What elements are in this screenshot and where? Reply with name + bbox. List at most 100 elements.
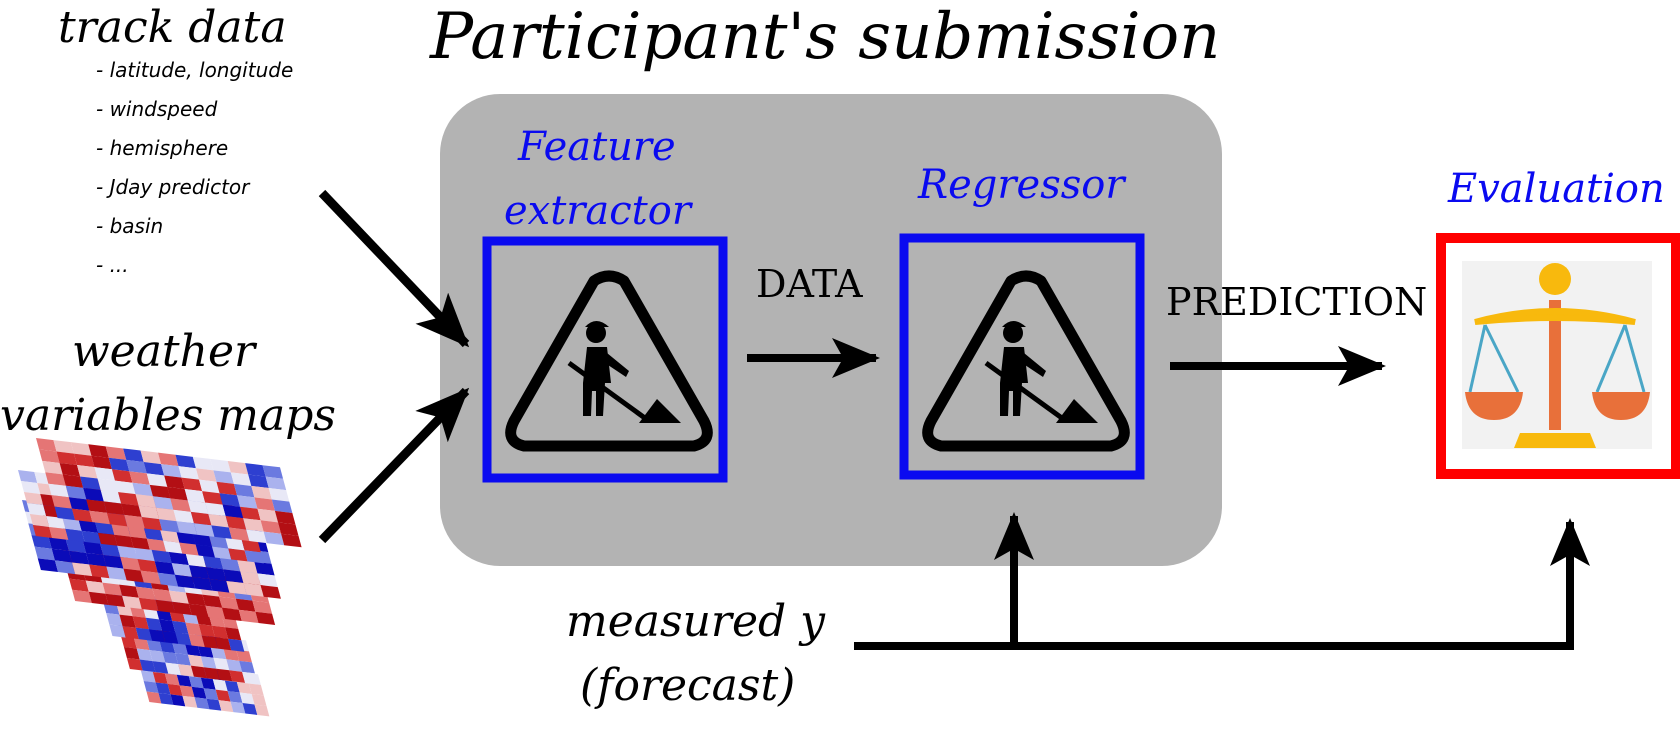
heatmap-cell	[164, 673, 180, 686]
weather-maps-label-line2: variables maps	[0, 390, 336, 441]
heatmap-cell	[29, 514, 50, 527]
heatmap-cell	[172, 620, 189, 635]
heatmap-cell	[225, 516, 247, 530]
heatmap-cell	[257, 573, 278, 588]
heatmap-cell	[86, 499, 107, 513]
heatmap-cell	[227, 691, 243, 704]
heatmap-cell	[51, 495, 72, 509]
heatmap-cell	[133, 637, 150, 651]
heatmap-cell	[83, 487, 104, 502]
heatmap-cell	[34, 546, 55, 561]
heatmap-cell	[208, 513, 229, 528]
heatmap-cell	[175, 653, 191, 666]
heatmap-cell	[42, 460, 63, 475]
heatmap-cell	[140, 570, 161, 585]
heatmap-cell	[54, 560, 76, 575]
heatmap-cell	[111, 469, 133, 483]
evaluation-label: Evaluation	[1448, 166, 1665, 212]
heatmap-cell	[126, 459, 147, 474]
heatmap-cell	[281, 533, 302, 548]
heatmap-cell	[141, 517, 163, 531]
heatmap-cell	[203, 667, 220, 680]
heatmap-cell	[216, 481, 237, 496]
heatmap-cell	[240, 506, 261, 521]
track-item: - latitude, longitude	[96, 58, 294, 82]
heatmap-cell	[122, 626, 139, 640]
heatmap-cell	[223, 648, 240, 661]
heatmap-cell	[228, 638, 245, 652]
heatmap-cell	[223, 569, 244, 584]
heatmap-cell	[121, 503, 142, 518]
heatmap-cell	[213, 657, 230, 671]
heatmap-cell	[20, 481, 41, 494]
heatmap-cell	[172, 642, 188, 655]
measured-y-label-line1: measured y	[566, 596, 825, 647]
heatmap-cell	[108, 457, 130, 472]
heatmap-cell	[175, 454, 196, 469]
weather-maps-label-line1: weather	[72, 326, 256, 377]
heatmap-cell	[184, 643, 201, 657]
heatmap-cell	[169, 590, 189, 604]
heatmap-cell	[188, 676, 204, 689]
heatmap-cell	[211, 525, 232, 539]
heatmap-cell	[135, 586, 156, 600]
heatmap-cell	[213, 470, 234, 484]
heatmap-cell	[192, 533, 212, 547]
heatmap-cell	[149, 650, 166, 663]
heatmap-cell	[243, 518, 264, 532]
heatmap-cell	[244, 550, 264, 564]
heatmap-cell	[103, 501, 125, 515]
heatmap-cell	[233, 483, 255, 498]
heatmap-cell	[188, 634, 205, 648]
heatmap-cell	[214, 637, 232, 651]
heatmap-cell	[182, 695, 198, 708]
heatmap-cell	[68, 550, 90, 565]
heatmap-cell	[139, 659, 156, 673]
heatmap-cell	[190, 511, 212, 526]
heatmap-cell	[278, 522, 299, 536]
heatmap-cell	[209, 535, 229, 549]
heatmap-cell	[170, 498, 191, 512]
heatmap-cell	[59, 462, 81, 477]
heatmap-cell	[245, 463, 266, 477]
heatmap-cell	[106, 613, 123, 627]
heatmap-cell	[26, 503, 47, 516]
track-item: - basin	[96, 214, 164, 238]
heatmap-cell	[134, 547, 155, 562]
heatmap-cell	[152, 496, 174, 510]
heatmap-cell	[175, 632, 192, 646]
prediction-flow-label: PREDICTION	[1166, 280, 1428, 324]
heatmap-cell	[138, 597, 159, 611]
heatmap-cell	[109, 624, 126, 638]
heatmap-cell	[36, 438, 57, 452]
heatmap-cell	[158, 692, 174, 705]
heatmap-cell	[53, 440, 74, 454]
heatmap-cell	[179, 542, 199, 556]
heatmap-cell	[165, 662, 182, 676]
heatmap-cell	[145, 617, 163, 631]
heatmap-cell	[255, 611, 276, 625]
heatmap-cell	[32, 525, 53, 538]
heatmap-cell	[240, 571, 261, 586]
evaluation-box	[1436, 233, 1680, 479]
heatmap-cell	[263, 531, 285, 546]
heatmap-cell	[78, 519, 98, 533]
regressor-box	[899, 233, 1145, 480]
heatmap-cell	[205, 502, 226, 517]
heatmap-cell	[88, 591, 109, 605]
heatmap-cell	[192, 576, 213, 591]
heatmap-cell	[154, 561, 175, 575]
heatmap-cell	[187, 654, 204, 668]
heatmap-cell	[243, 583, 264, 597]
heatmap-cell	[149, 484, 171, 499]
heatmap-cell	[192, 456, 214, 471]
heatmap-cell	[225, 537, 245, 551]
heatmap-cell	[230, 701, 246, 714]
heatmap-cell	[70, 442, 92, 456]
heatmap-cell	[236, 649, 252, 663]
heatmap-cell	[37, 558, 59, 573]
page-title: Participant's submission	[430, 0, 1221, 74]
heatmap-cell	[185, 592, 206, 606]
heatmap-cell	[226, 580, 247, 595]
heatmap-cell	[216, 668, 233, 682]
